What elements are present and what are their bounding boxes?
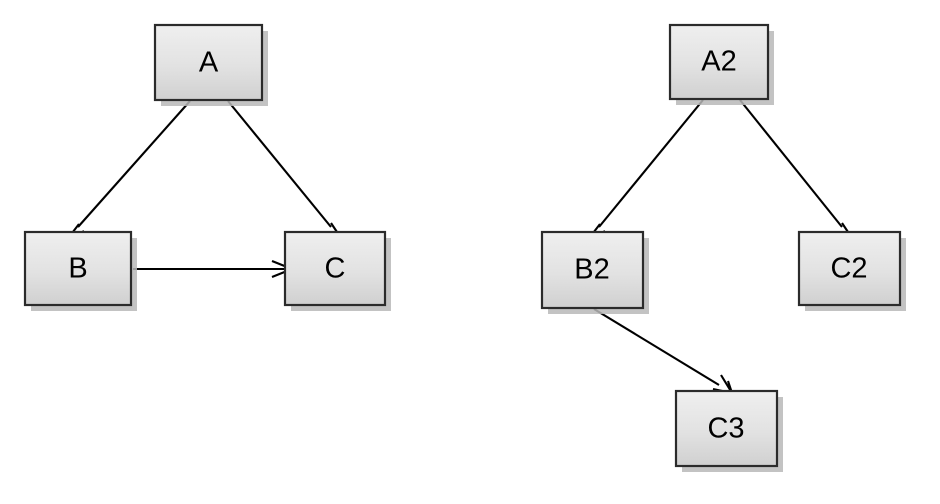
node-a2[interactable]: A2 (668, 23, 774, 105)
node-b2[interactable]: B2 (540, 230, 649, 314)
edge-a2-to-b2[interactable] (586, 99, 704, 243)
node-c3[interactable]: C3 (674, 389, 783, 472)
node-c[interactable]: C (283, 230, 391, 311)
edge-b2-to-c3[interactable] (593, 308, 733, 395)
edge-b-to-c[interactable] (133, 260, 293, 278)
edge-a-to-b[interactable] (65, 100, 191, 243)
graph-left: A B C (23, 23, 391, 311)
edge-a2-to-c2[interactable] (739, 99, 855, 243)
graph-right: A2 B2 C2 C3 (540, 23, 906, 472)
node-b[interactable]: B (23, 230, 137, 311)
node-c2[interactable]: C2 (797, 230, 906, 311)
node-a[interactable]: A (153, 23, 268, 106)
edge-a-to-c[interactable] (227, 100, 344, 243)
